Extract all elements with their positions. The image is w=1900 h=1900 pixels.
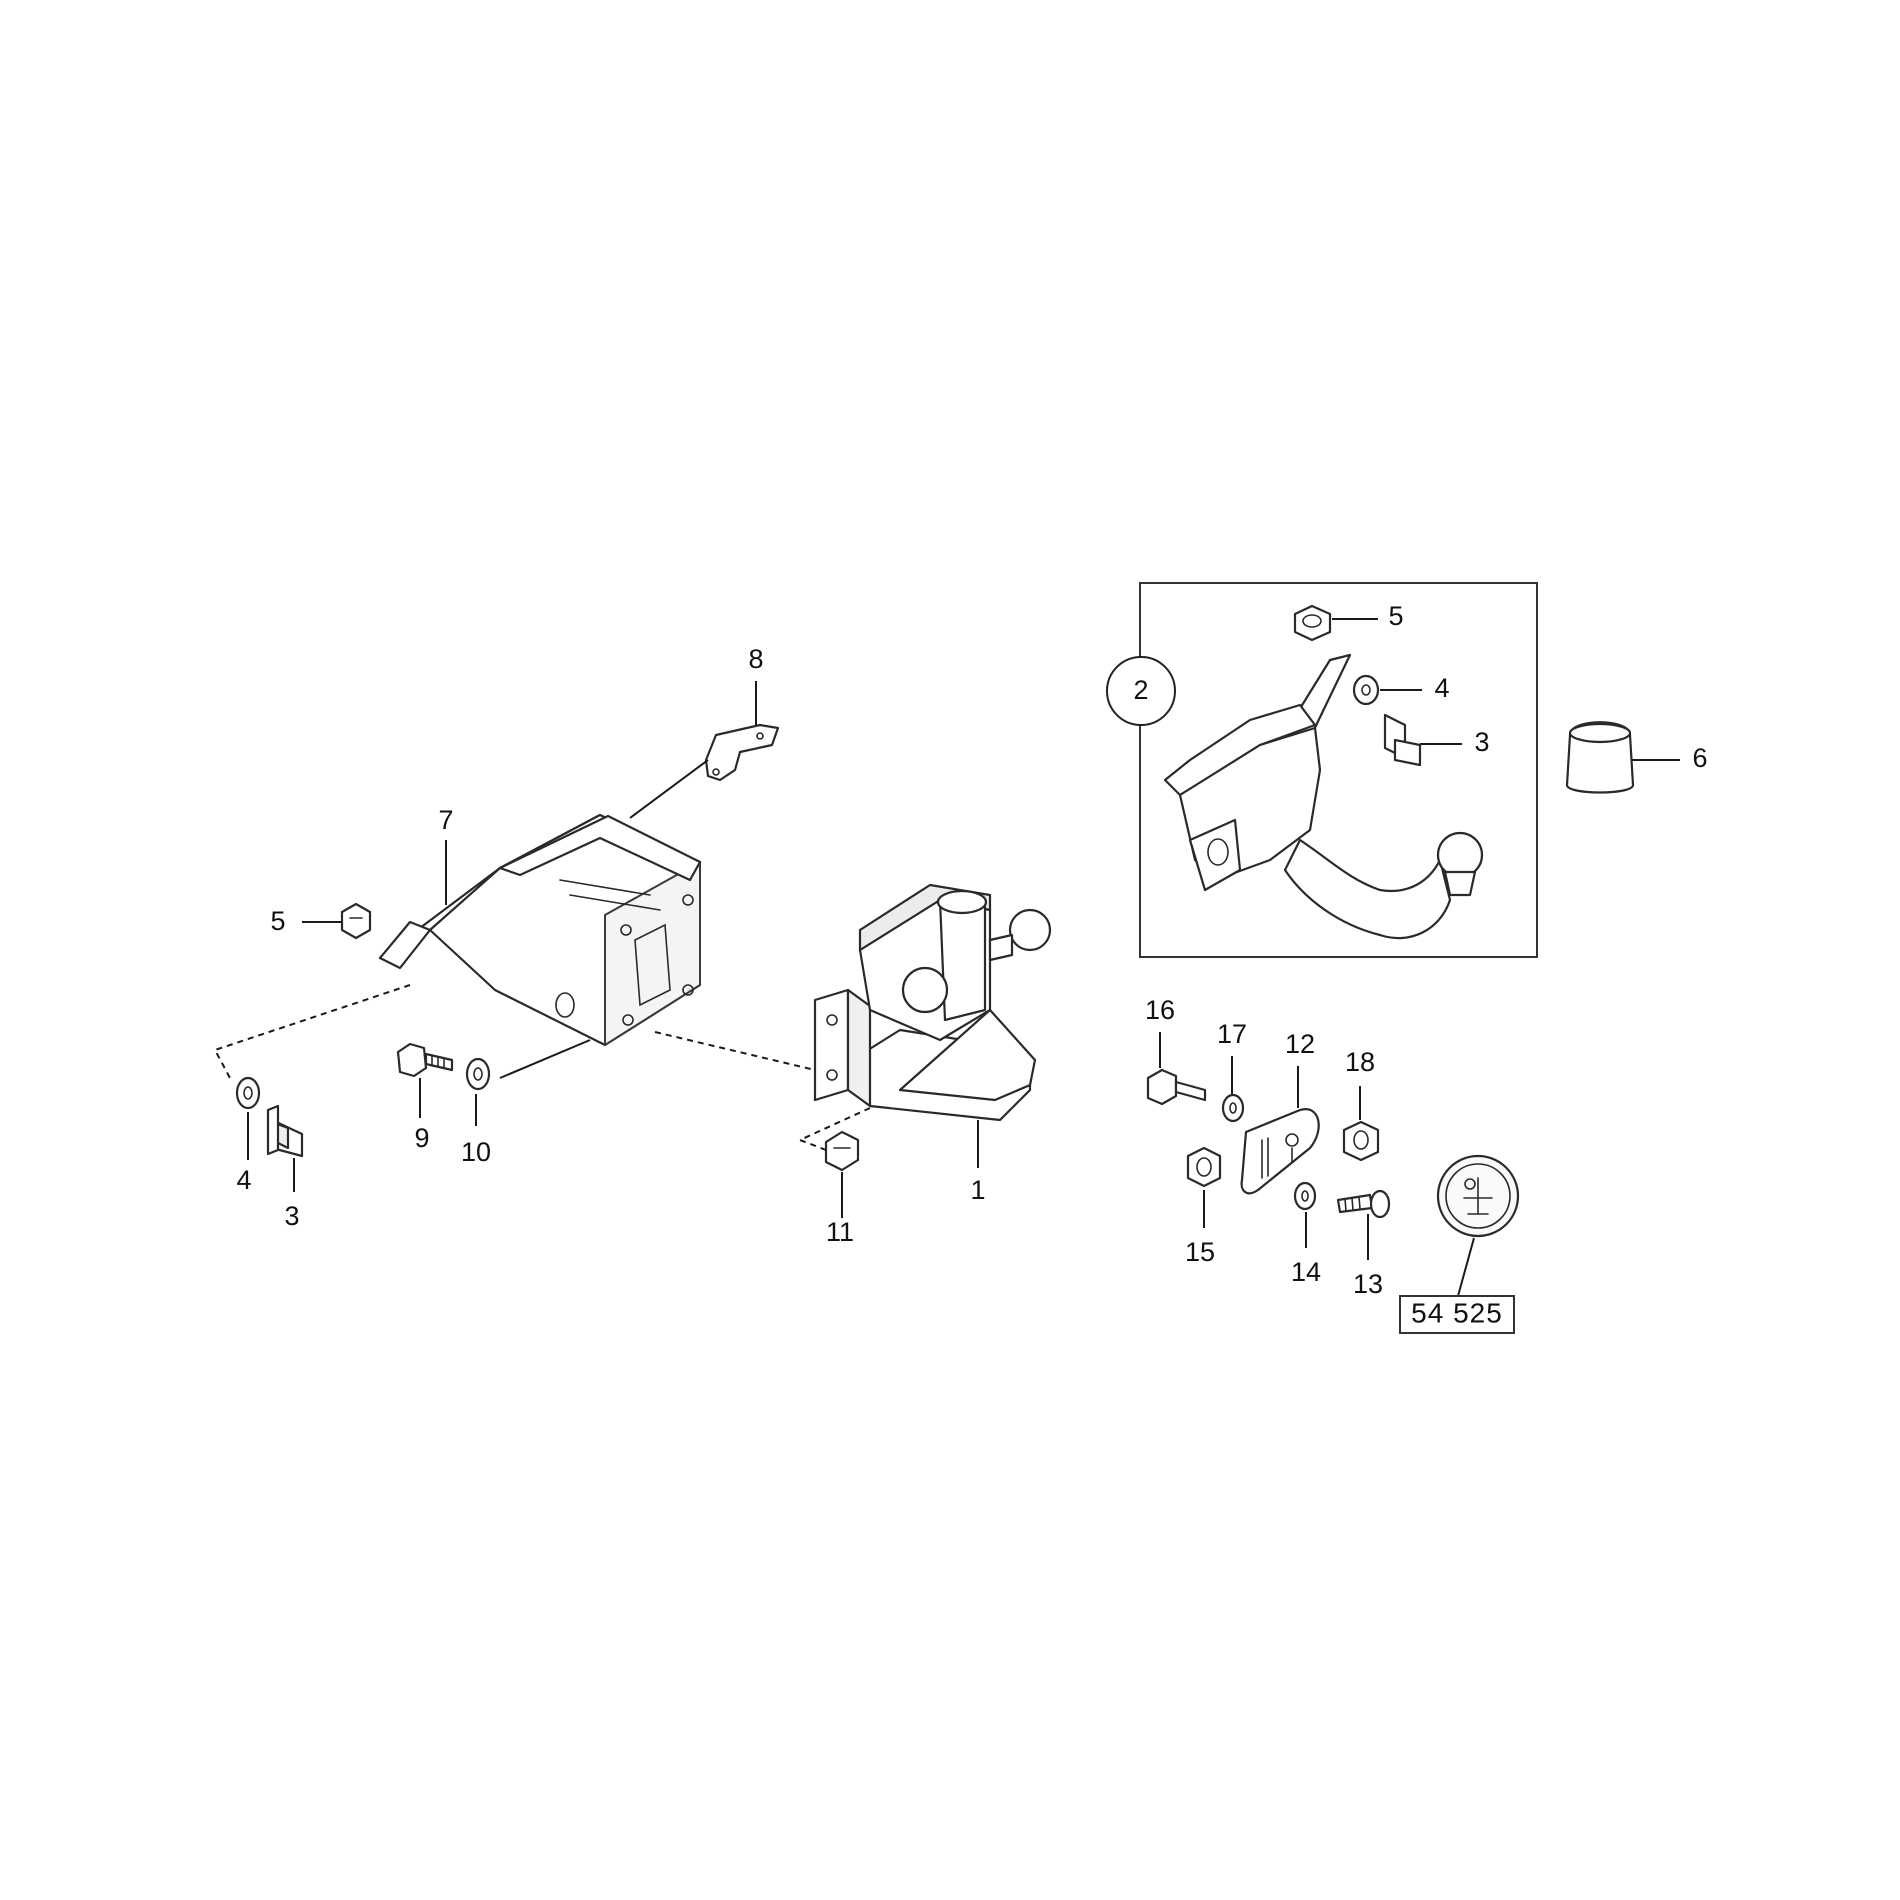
callout-5-inset: 5 <box>1388 601 1403 631</box>
part-7-mounting-bracket <box>378 813 702 1047</box>
part-8-strap-bracket <box>704 723 780 782</box>
callout-13: 13 <box>1353 1269 1383 1299</box>
dashed-line-4-to-7 <box>213 984 411 1079</box>
part-6-ball-cap <box>1565 721 1635 794</box>
part-12-socket-plate <box>1240 1108 1320 1195</box>
callout-3-inset: 3 <box>1474 727 1489 757</box>
callout-12: 12 <box>1285 1029 1315 1059</box>
callout-10: 10 <box>461 1137 491 1167</box>
part-5-nut-left <box>340 902 372 940</box>
dashed-line-7-to-1 <box>654 1031 816 1071</box>
callout-7: 7 <box>438 805 453 835</box>
part-15-nut <box>1186 1146 1222 1188</box>
callout-8: 8 <box>748 644 763 674</box>
part-4-washer-left <box>235 1076 261 1110</box>
reference-number: 54 525 <box>1411 1297 1503 1328</box>
callout-15: 15 <box>1185 1237 1215 1267</box>
part-10-washer <box>465 1057 491 1091</box>
leader-8-to-7 <box>629 759 709 819</box>
part-3-bolt-inset <box>1383 713 1422 767</box>
callout-18: 18 <box>1345 1047 1375 1077</box>
part-11-nut <box>824 1130 860 1172</box>
callout-17: 17 <box>1217 1019 1247 1049</box>
callout-2: 2 <box>1133 675 1148 705</box>
leader-10-to-7 <box>499 1039 591 1079</box>
part-14-washer <box>1293 1181 1317 1211</box>
callout-1: 1 <box>970 1175 985 1205</box>
part-9-bolt <box>396 1042 454 1078</box>
callout-4-inset: 4 <box>1434 673 1449 703</box>
callout-5-left: 5 <box>270 906 285 936</box>
callout-14: 14 <box>1291 1257 1321 1287</box>
part-17-washer <box>1221 1093 1245 1123</box>
socket-pinout-symbol <box>1436 1154 1520 1238</box>
callout-2-circle <box>1106 656 1176 726</box>
part-13-screw <box>1336 1189 1391 1219</box>
callout-11: 11 <box>826 1217 854 1247</box>
part-18-nut <box>1342 1120 1380 1162</box>
callout-16: 16 <box>1145 995 1175 1025</box>
reference-number-box <box>1399 1295 1515 1334</box>
leader-ref <box>1457 1237 1475 1297</box>
callout-9: 9 <box>414 1123 429 1153</box>
part-4-washer-inset <box>1352 674 1380 706</box>
callout-3-left: 3 <box>284 1201 299 1231</box>
part-1-tow-hitch <box>813 883 1052 1122</box>
part-16-bolt <box>1146 1068 1207 1106</box>
inset-frame-part-2 <box>1139 582 1538 958</box>
dashed-line-1-to-11 <box>797 1107 871 1151</box>
callout-4-left: 4 <box>236 1165 251 1195</box>
part-3-bolt-left <box>266 1104 304 1158</box>
callout-6: 6 <box>1692 743 1707 773</box>
part-2-tow-bar <box>1163 653 1484 940</box>
part-5-nut-inset <box>1293 604 1332 642</box>
